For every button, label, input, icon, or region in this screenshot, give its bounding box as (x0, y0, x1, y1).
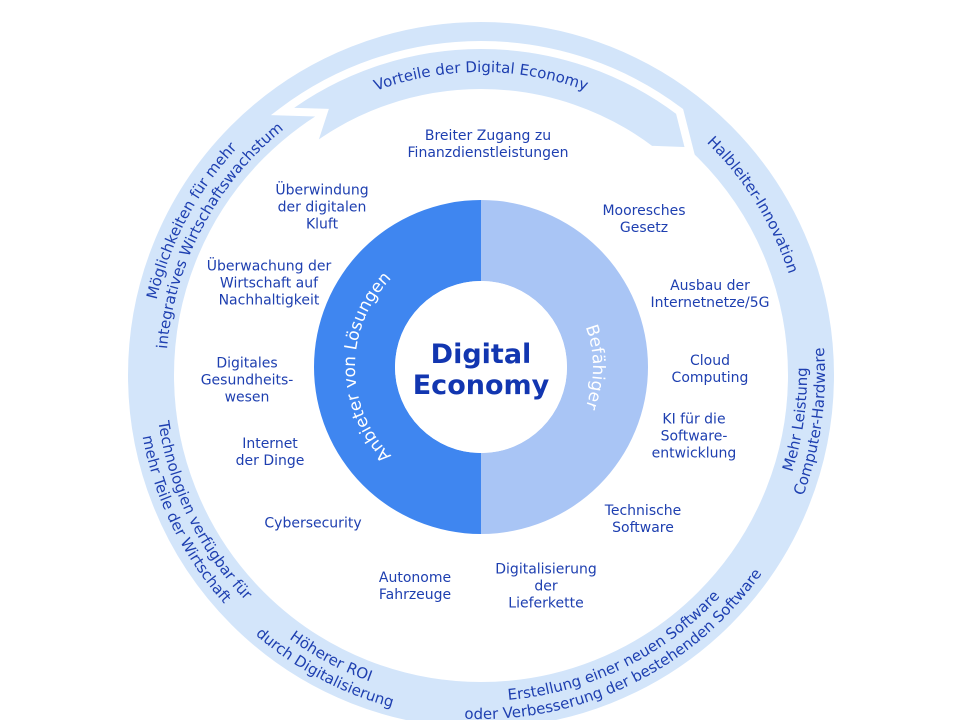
enablers-half-ring (481, 200, 648, 534)
solutions-half-ring (314, 200, 481, 534)
benefit-label: Internet der Dinge (235, 436, 305, 469)
enabler-label: Mooresches Gesetz (602, 203, 686, 236)
center-title-line1: Digital (430, 339, 532, 370)
benefit-label: Digitales Gesundheits- wesen (200, 355, 294, 406)
enabler-label: Ausbau der Internetnetze/5G (650, 278, 770, 311)
center-title-line2: Economy (412, 370, 550, 401)
benefit-label: Überwindung der digitalen Kluft (275, 182, 369, 233)
benefit-label: Überwachung der Wirtschaft auf Nachhalti… (206, 258, 332, 309)
enabler-label: Cloud Computing (671, 353, 749, 386)
benefit-label: Cybersecurity (264, 515, 362, 532)
top-banner (270, 41, 695, 161)
benefit-label: Digitalisierung der Lieferkette (495, 561, 597, 612)
center-title: Digital Economy (413, 339, 550, 401)
benefit-label: Breiter Zugang zu Finanzdienstleistungen (407, 128, 569, 161)
benefit-label: Autonome Fahrzeuge (378, 570, 452, 603)
enabler-label: Technische Software (604, 503, 682, 536)
enabler-label: KI für die Software- entwicklung (651, 411, 737, 462)
center-circle (395, 281, 567, 453)
